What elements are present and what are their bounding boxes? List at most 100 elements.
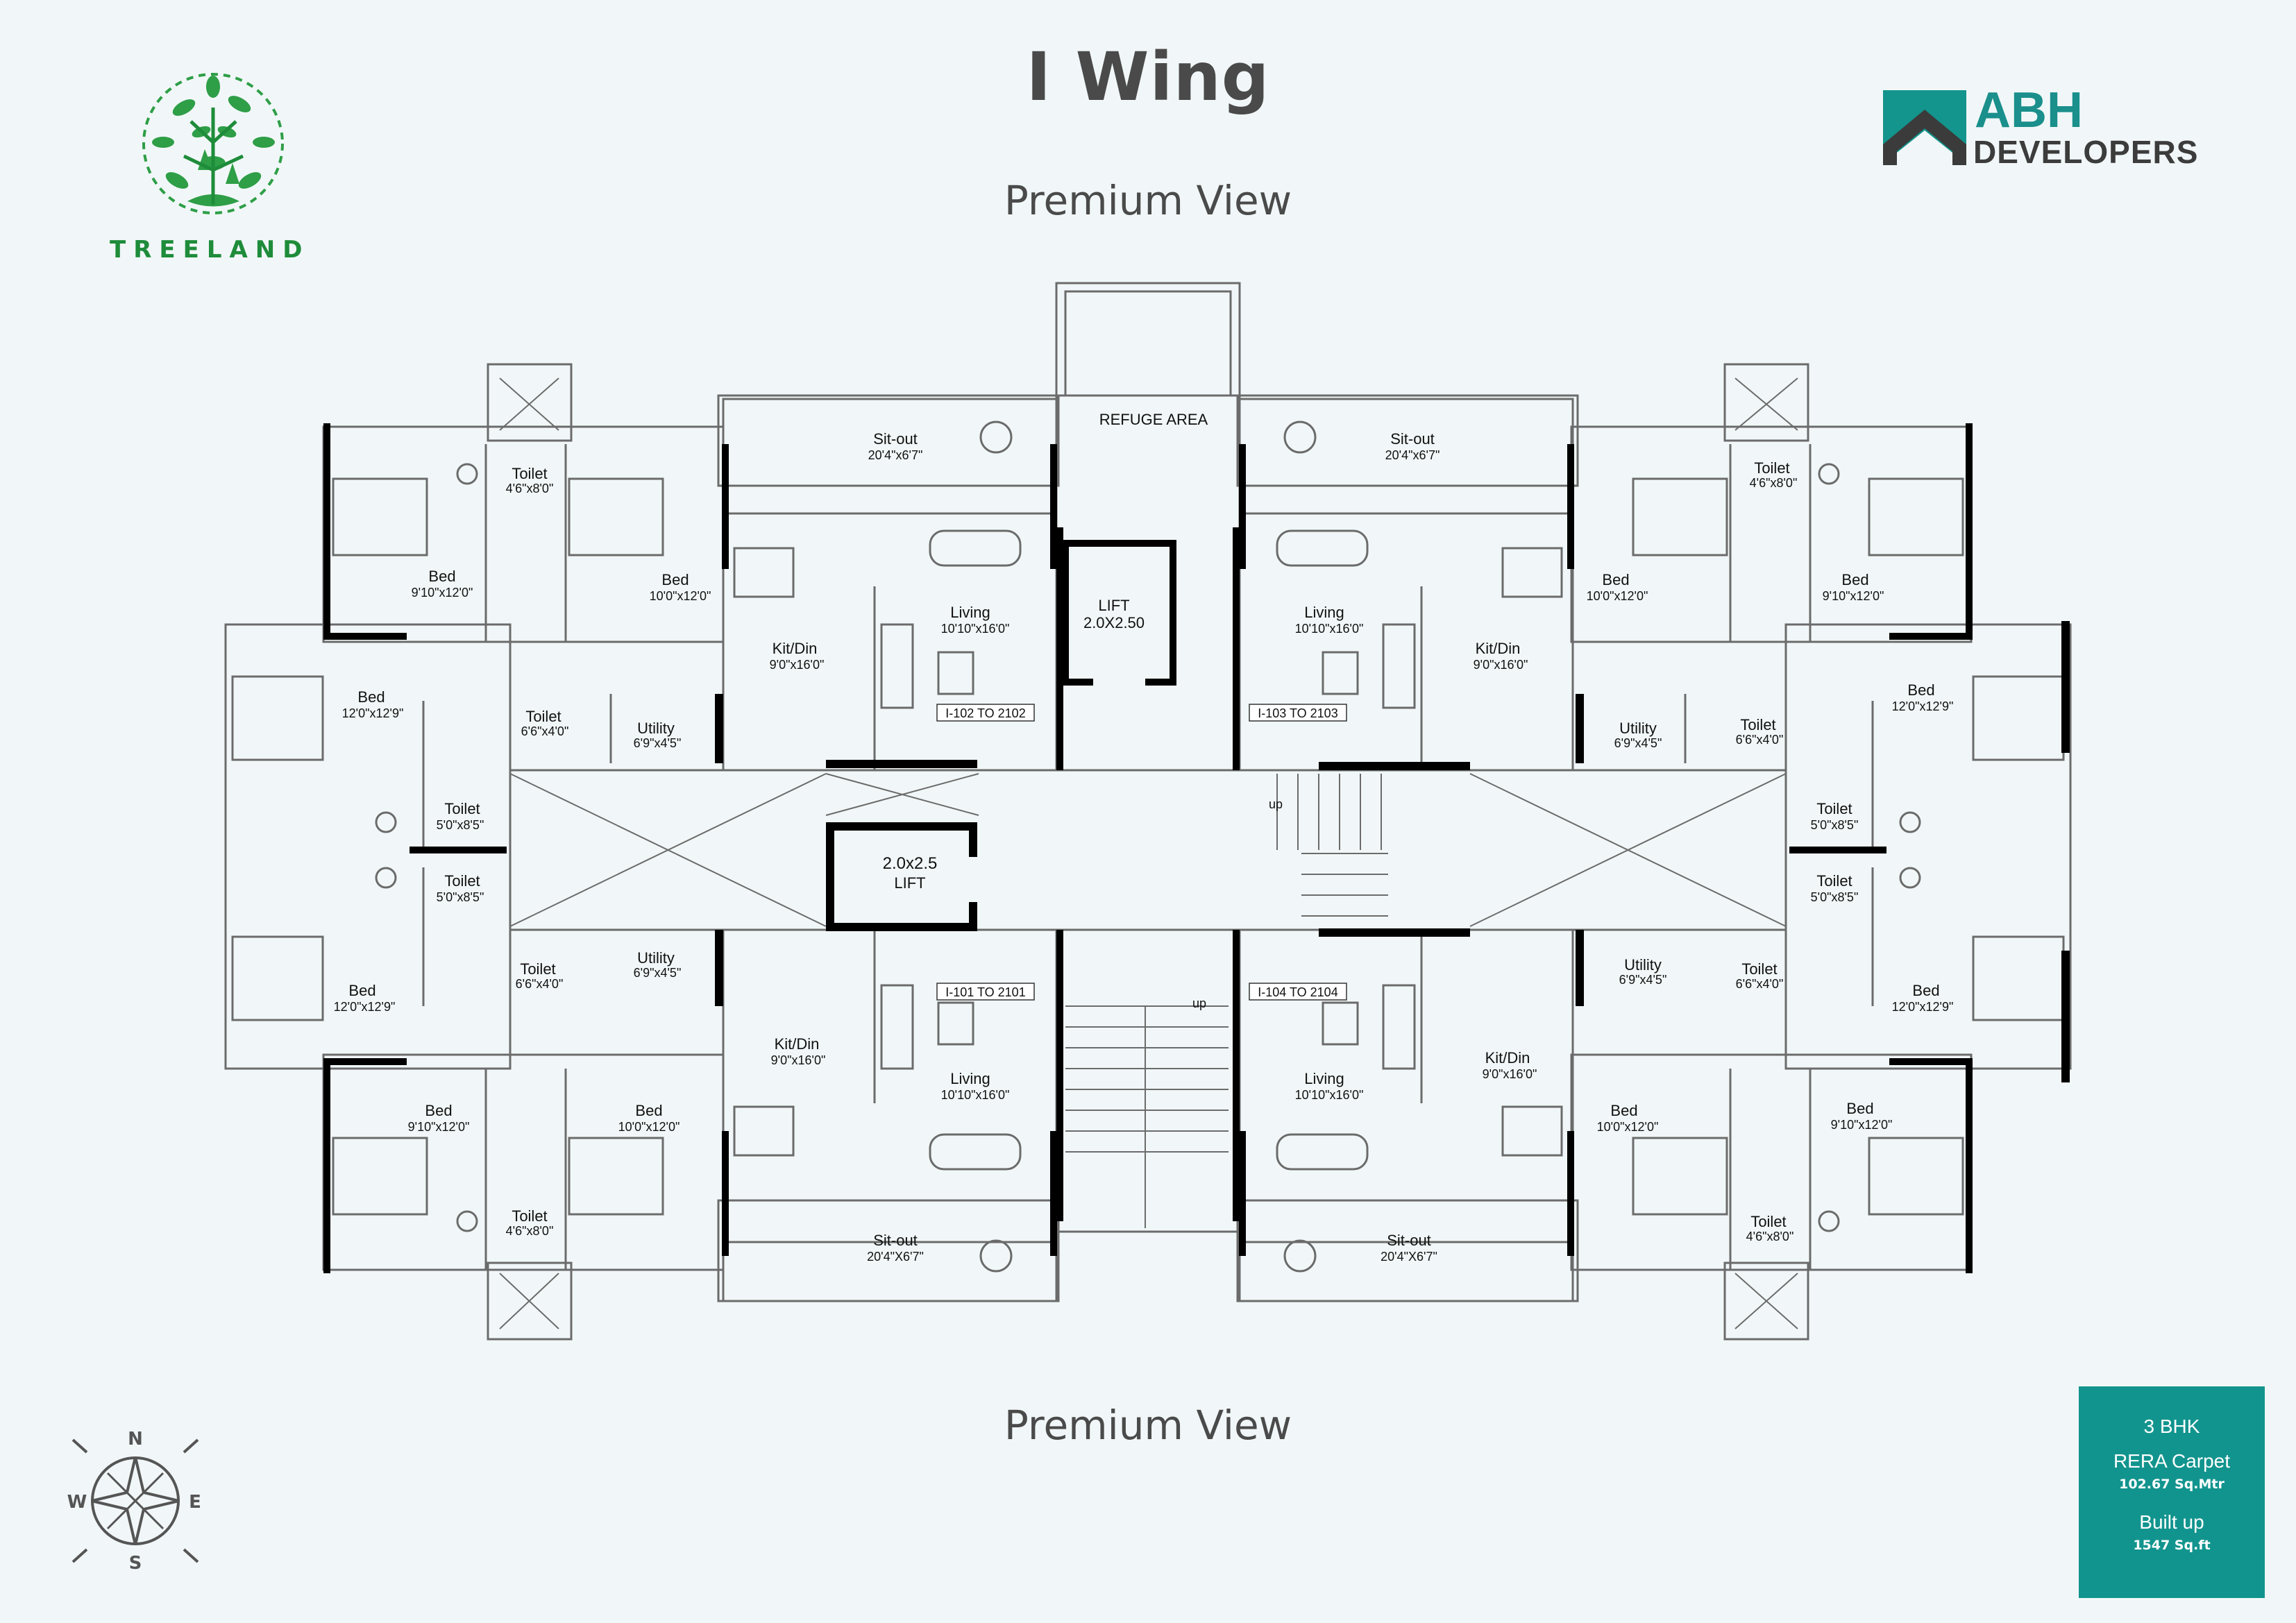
toilet-tl: Toilet xyxy=(512,465,547,482)
kitdin-tl-dim: 9'0"x16'0" xyxy=(770,658,825,672)
unit-tag-tr: I-103 TO 2103 xyxy=(1258,706,1337,720)
living-tr: Living xyxy=(1304,604,1344,621)
living-tr-dim: 10'10"x16'0" xyxy=(1295,622,1364,636)
toilet-l-1: Toilet xyxy=(525,708,561,725)
bed-bl-1-dim: 9'10"x12'0" xyxy=(408,1120,470,1134)
kitdin-br-dim: 9'0"x16'0" xyxy=(1483,1067,1537,1081)
sitout-br-dim: 20'4"X6'7" xyxy=(1381,1250,1437,1264)
bed-tl-1: Bed xyxy=(428,568,455,585)
bed-r-1-dim: 12'0"x12'9" xyxy=(1892,699,1954,713)
carpet-value: 102.67 Sq.Mtr xyxy=(2119,1477,2225,1492)
kitdin-br: Kit/Din xyxy=(1485,1049,1530,1067)
toilet-l-4: Toilet xyxy=(520,960,555,978)
bed-r-2: Bed xyxy=(1912,982,1939,999)
sitout-tl-dim: 20'4"x6'7" xyxy=(868,448,923,462)
bed-tr-1-dim: 10'0"x12'0" xyxy=(1587,589,1648,603)
view-label-bottom: Premium View xyxy=(1004,1402,1292,1449)
stair-up-label-center: up xyxy=(1192,996,1206,1010)
view-label-top: Premium View xyxy=(1004,177,1292,224)
unit-tag-tl: I-102 TO 2102 xyxy=(945,706,1025,720)
utility-br-dim: 6'9"x4'5" xyxy=(1619,973,1667,987)
unit-info-box: 3 BHK RERA Carpet 102.67 Sq.Mtr Built up… xyxy=(2079,1386,2265,1598)
carpet-label: RERA Carpet xyxy=(2113,1450,2231,1472)
utility-tl-dim: 6'9"x4'5" xyxy=(634,736,682,750)
bed-br-1: Bed xyxy=(1610,1102,1637,1119)
toilet-tr: Toilet xyxy=(1754,459,1789,477)
toilet-tr-dim: 4'6"x8'0" xyxy=(1750,476,1798,490)
compass-rose-icon: N S E W xyxy=(67,1429,201,1572)
builtup-value: 1547 Sq.ft xyxy=(2133,1538,2211,1553)
bed-bl-1: Bed xyxy=(425,1102,452,1119)
utility-bl-dim: 6'9"x4'5" xyxy=(634,966,682,980)
bed-l-1: Bed xyxy=(357,688,385,706)
toilet-r-2: Toilet xyxy=(1816,800,1852,817)
toilet-bl-dim: 4'6"x8'0" xyxy=(506,1224,554,1238)
bed-tr-2-dim: 9'10"x12'0" xyxy=(1823,589,1884,603)
toilet-r-3: Toilet xyxy=(1816,872,1852,890)
toilet-l-1-dim: 6'6"x4'0" xyxy=(521,724,569,738)
page-title: I Wing xyxy=(1026,38,1270,116)
bed-br-1-dim: 10'0"x12'0" xyxy=(1597,1120,1659,1134)
stair-up-label-right: up xyxy=(1269,797,1283,811)
bed-bl-2-dim: 10'0"x12'0" xyxy=(618,1120,680,1134)
sitout-bl: Sit-out xyxy=(873,1232,918,1249)
bed-br-2: Bed xyxy=(1846,1100,1873,1117)
unit-tag-br: I-104 TO 2104 xyxy=(1258,985,1337,999)
sitout-tr: Sit-out xyxy=(1390,430,1435,448)
sitout-br: Sit-out xyxy=(1387,1232,1431,1249)
abh-brand-name: ABH xyxy=(1975,83,2083,138)
kitdin-tr-dim: 9'0"x16'0" xyxy=(1474,658,1528,672)
utility-bl: Utility xyxy=(637,949,675,967)
bed-tr-1: Bed xyxy=(1602,571,1629,588)
toilet-r-2-dim: 5'0"x8'5" xyxy=(1811,818,1859,832)
refuge-area-label: REFUGE AREA xyxy=(1099,411,1208,428)
bed-tl-2: Bed xyxy=(661,571,689,588)
compass-w: W xyxy=(67,1492,87,1513)
bed-l-1-dim: 12'0"x12'9" xyxy=(342,706,404,720)
toilet-r-4-dim: 6'6"x4'0" xyxy=(1736,977,1784,991)
bed-tl-2-dim: 10'0"x12'0" xyxy=(650,589,711,603)
sitout-tr-dim: 20'4"x6'7" xyxy=(1385,448,1440,462)
toilet-l-2: Toilet xyxy=(444,800,480,817)
compass-s: S xyxy=(129,1553,142,1572)
refuge-area xyxy=(1055,282,1241,397)
bed-l-2: Bed xyxy=(348,982,375,999)
toilet-br-dim: 4'6"x8'0" xyxy=(1746,1230,1794,1243)
living-tl: Living xyxy=(950,604,990,621)
living-bl-dim: 10'10"x16'0" xyxy=(941,1088,1010,1102)
lift-center-size: 2.0x2.5 xyxy=(883,854,938,873)
compass-e: E xyxy=(189,1492,201,1513)
toilet-l-2-dim: 5'0"x8'5" xyxy=(437,818,484,832)
lift-top-size: 2.0X2.50 xyxy=(1083,614,1145,631)
lift-top-name: LIFT xyxy=(1098,597,1129,614)
living-br: Living xyxy=(1304,1070,1344,1087)
living-bl: Living xyxy=(950,1070,990,1087)
house-roof-icon xyxy=(1883,90,1966,165)
builtup-label: Built up xyxy=(2139,1511,2204,1533)
kitdin-tl: Kit/Din xyxy=(773,640,818,657)
toilet-l-3-dim: 5'0"x8'5" xyxy=(437,890,484,904)
toilet-br: Toilet xyxy=(1750,1213,1786,1230)
utility-tl: Utility xyxy=(637,720,675,737)
tree-emblem-icon xyxy=(142,73,284,214)
lift-center-name: LIFT xyxy=(894,874,925,892)
living-br-dim: 10'10"x16'0" xyxy=(1295,1088,1364,1102)
bed-tl-1-dim: 9'10"x12'0" xyxy=(412,586,473,600)
bed-r-2-dim: 12'0"x12'9" xyxy=(1892,1000,1954,1014)
toilet-tl-dim: 4'6"x8'0" xyxy=(506,482,554,495)
toilet-r-1-dim: 6'6"x4'0" xyxy=(1736,733,1784,747)
kitdin-tr: Kit/Din xyxy=(1476,640,1521,657)
sitout-tl: Sit-out xyxy=(873,430,918,448)
utility-tr-dim: 6'9"x4'5" xyxy=(1614,736,1662,750)
kitdin-bl-dim: 9'0"x16'0" xyxy=(771,1053,826,1067)
treeland-wordmark: TREELAND xyxy=(110,236,310,264)
bed-r-1: Bed xyxy=(1907,681,1934,699)
bed-br-2-dim: 9'10"x12'0" xyxy=(1831,1118,1893,1132)
abh-brand-sub: DEVELOPERS xyxy=(1973,134,2199,170)
toilet-r-3-dim: 5'0"x8'5" xyxy=(1811,890,1859,904)
toilet-bl: Toilet xyxy=(512,1207,547,1225)
unit-tag-bl: I-101 TO 2101 xyxy=(945,985,1025,999)
bed-tr-2: Bed xyxy=(1841,571,1868,588)
toilet-l-3: Toilet xyxy=(444,872,480,890)
